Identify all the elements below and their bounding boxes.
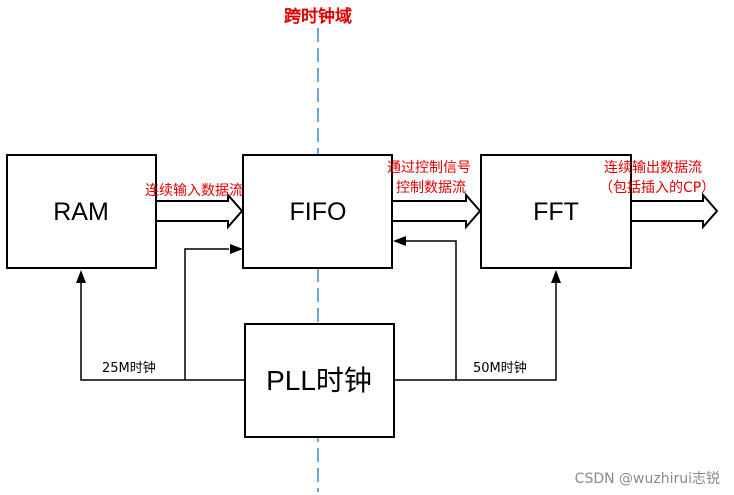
- clock-wire-to-fifo-left: [184, 248, 229, 380]
- pll-block: PLL时钟: [244, 323, 395, 438]
- ram-block: RAM: [6, 154, 157, 269]
- clock-arrowhead-fifo-right: [393, 236, 406, 246]
- fifo-label: FIFO: [290, 198, 347, 226]
- clock-arrowhead-fft: [551, 270, 561, 283]
- clock-arrowhead-ram: [76, 270, 86, 283]
- diagram-title: 跨时钟域: [284, 6, 352, 27]
- fft-output-arrow: [630, 192, 719, 230]
- ram-to-fifo-label: 连续输入数据流: [145, 182, 243, 199]
- fft-block: FFT: [480, 154, 632, 269]
- ram-to-fifo-arrow: [155, 192, 244, 230]
- ram-label: RAM: [53, 198, 109, 226]
- pll-label: PLL时钟: [266, 365, 372, 396]
- fifo-to-fft-arrow: [391, 192, 482, 230]
- clock-wire-to-fft: [394, 283, 557, 381]
- clock-wire-to-fifo-right: [406, 240, 457, 380]
- clock-arrowhead-fifo-left: [230, 244, 243, 254]
- fifo-to-fft-label-line1: 通过控制信号: [387, 160, 471, 176]
- fft-output-label-line2: （包括插入的CP）: [599, 180, 715, 196]
- clock-wire-to-ram: [80, 283, 245, 381]
- fifo-block: FIFO: [242, 154, 393, 269]
- clock-label-25m: 25M时钟: [102, 360, 156, 376]
- clock-label-50m: 50M时钟: [473, 360, 527, 376]
- watermark: CSDN @wuzhirui志锐: [575, 471, 720, 487]
- fft-label: FFT: [533, 198, 579, 226]
- fifo-to-fft-label-line2: 控制数据流: [396, 180, 466, 196]
- fft-output-label-line1: 连续输出数据流: [604, 159, 702, 176]
